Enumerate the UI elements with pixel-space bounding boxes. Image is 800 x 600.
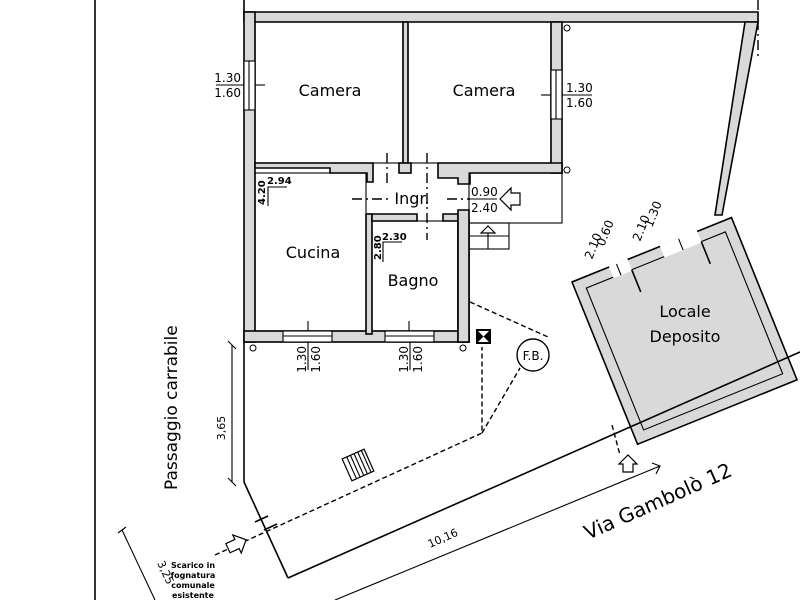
room-label-bagno: Bagno xyxy=(388,271,439,290)
room-dim-bagno-w: 2.30 xyxy=(382,232,407,243)
windows xyxy=(243,60,563,343)
window-dim-camera-right-w: 1.30 xyxy=(566,81,593,95)
svg-text:fognatura: fognatura xyxy=(171,571,216,580)
passage-label: Passaggio carrabile xyxy=(162,325,182,490)
room-label-deposito-2: Deposito xyxy=(650,327,721,346)
room-dim-cucina-w: 2.94 xyxy=(267,176,292,187)
entrance-arrow-icon xyxy=(499,186,521,212)
window-dim-cucina-h: 1.60 xyxy=(309,346,323,373)
sewer-outlet-arrow-icon xyxy=(225,533,247,555)
room-label-camera-left: Camera xyxy=(299,81,362,100)
drain-path xyxy=(214,301,621,556)
room-dim-bagno-h: 2.80 xyxy=(373,235,384,260)
room-label-ingresso: Ingr. xyxy=(394,189,429,208)
svg-text:esistente: esistente xyxy=(172,591,214,600)
room-dim-cucina-h: 4.20 xyxy=(257,180,268,205)
window-dim-camera-left-w: 1.30 xyxy=(214,71,241,85)
grate-icon xyxy=(341,448,375,482)
svg-text:Scarico in: Scarico in xyxy=(171,561,215,570)
pedestrian-entrance-arrow-icon xyxy=(617,454,639,473)
fb-circle: F.B. xyxy=(516,338,550,372)
locale-deposito xyxy=(570,216,799,446)
window-dim-bagno-h: 1.60 xyxy=(411,346,425,373)
passage-width-dim: 3,65 xyxy=(215,416,228,441)
window-dim-camera-right-h: 1.60 xyxy=(566,96,593,110)
door-dim-ingresso-w: 0.90 xyxy=(471,185,498,199)
door-dim-deposito2-h: 2.10 xyxy=(630,213,653,243)
room-label-cucina: Cucina xyxy=(286,243,341,262)
fb-label: F.B. xyxy=(523,349,544,363)
ingresso-axes xyxy=(352,153,470,240)
front-length-dim: 10,16 xyxy=(426,526,460,551)
svg-text:comunale: comunale xyxy=(171,581,215,590)
room-label-deposito-1: Locale xyxy=(659,302,710,321)
door-dim-ingresso-h: 2.40 xyxy=(471,201,498,215)
window-dim-camera-left-h: 1.60 xyxy=(214,86,241,100)
window-dim-cucina-w: 1.30 xyxy=(295,346,309,373)
room-label-camera-right: Camera xyxy=(453,81,516,100)
drain-note: Scarico in fognatura comunale esistente xyxy=(171,561,216,600)
lot-lines xyxy=(117,340,800,600)
pillars xyxy=(249,24,571,352)
window-dim-bagno-w: 1.30 xyxy=(397,346,411,373)
inspection-box-icon xyxy=(476,329,491,344)
stair-up-arrow-icon xyxy=(479,225,497,234)
